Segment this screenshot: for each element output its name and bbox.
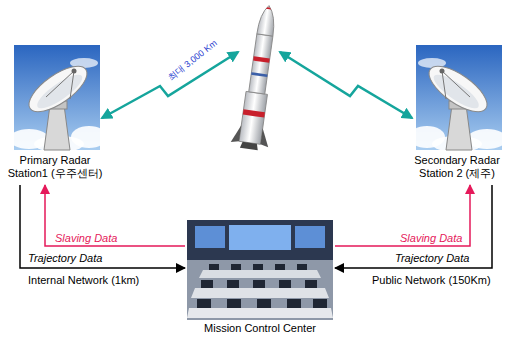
radar-dish-picture-part-part: [33, 69, 86, 113]
control-room-picture-part: [199, 270, 321, 278]
rocket-picture-part: [240, 142, 259, 151]
control-room-picture-part: [187, 220, 333, 260]
control-room-picture-part: [231, 264, 241, 270]
control-room-picture-part: [257, 299, 271, 308]
radar-dish-picture-part: [442, 71, 470, 97]
rocket-picture-part: [249, 34, 273, 94]
control-room-picture-part: [187, 220, 333, 320]
control-room-picture-part: [295, 226, 325, 248]
link-label: Slaving Data: [55, 232, 117, 244]
control-room-picture-part: [195, 226, 225, 248]
radar-dish-picture-part-part: [22, 58, 94, 120]
control-room-picture-part: [313, 299, 327, 308]
radar-dish-picture-part-part: [422, 58, 494, 120]
control-room-picture-part: [279, 280, 291, 288]
control-center: Mission Control Center: [185, 218, 335, 340]
radio-link: [280, 52, 412, 118]
data-link: [335, 185, 492, 268]
control-room-picture-part: [197, 299, 211, 308]
node-caption: Secondary Radar Station 2 (제주): [401, 154, 513, 180]
control-room-picture-part: [229, 225, 291, 250]
rocket-picture-part: [251, 72, 267, 77]
radar-dish-picture-part: [72, 69, 77, 74]
network-note: Public Network (150Km): [372, 274, 491, 286]
control-room-picture-part: [191, 288, 329, 298]
network-note: Internal Network (1km): [28, 274, 139, 286]
control-room-picture-part: [253, 280, 265, 288]
radar-dish-picture: [9, 45, 107, 152]
radio-link: [102, 52, 238, 118]
radar-dish-picture-part: [71, 126, 107, 148]
rocket-picture-part: [266, 7, 272, 10]
range-note: 최대 3,000 Km: [166, 37, 220, 83]
control-room-picture-part: [227, 299, 241, 308]
link-label: Trajectory Data: [28, 252, 102, 264]
rocket-picture: [230, 3, 288, 152]
control-room-picture-part: [305, 280, 317, 288]
rocket-picture-part: [231, 124, 242, 143]
control-room-picture-part: [187, 308, 333, 318]
link-label: Slaving Data: [400, 232, 462, 244]
data-link: [335, 185, 470, 246]
radar-dish-picture-part: [46, 71, 74, 97]
rocket-picture-part: [260, 128, 271, 147]
radar-dish-picture: [409, 45, 507, 152]
link-label: Trajectory Data: [395, 252, 469, 264]
radar-station: Primary Radar Station1 (우주센터): [0, 42, 110, 185]
radar-dish-picture-part-part: [430, 69, 483, 113]
radar-dish-picture-part: [422, 58, 494, 120]
rocket-picture-part: [243, 109, 265, 117]
control-room-picture-part: [209, 264, 219, 270]
data-link: [45, 185, 185, 246]
rocket-picture-part: [257, 4, 277, 36]
control-room-picture-part: [287, 299, 301, 308]
node-caption: Mission Control Center: [185, 322, 335, 335]
rocket-picture-part: [253, 56, 270, 63]
control-room-picture-part: [275, 264, 285, 270]
control-room-picture-part: [297, 264, 307, 270]
radar-dish-picture-part: [442, 71, 446, 99]
radar-dish-picture-part: [44, 105, 70, 150]
control-room-picture-part: [201, 280, 213, 288]
radar-dish-picture-part: [409, 126, 445, 148]
node-caption: Primary Radar Station1 (우주센터): [0, 154, 110, 180]
control-room-picture: [187, 220, 333, 320]
radar-dish-picture-part: [446, 105, 472, 150]
radar-dish-picture-part: [440, 69, 445, 74]
radar-dish-picture-part: [70, 71, 74, 99]
control-room-picture-part: [253, 264, 263, 270]
control-room-picture-part: [187, 260, 333, 320]
data-link: [20, 185, 185, 268]
radar-station: Secondary Radar Station 2 (제주): [401, 42, 513, 185]
control-room-picture-part: [227, 280, 239, 288]
radar-dish-picture-part: [22, 58, 94, 120]
